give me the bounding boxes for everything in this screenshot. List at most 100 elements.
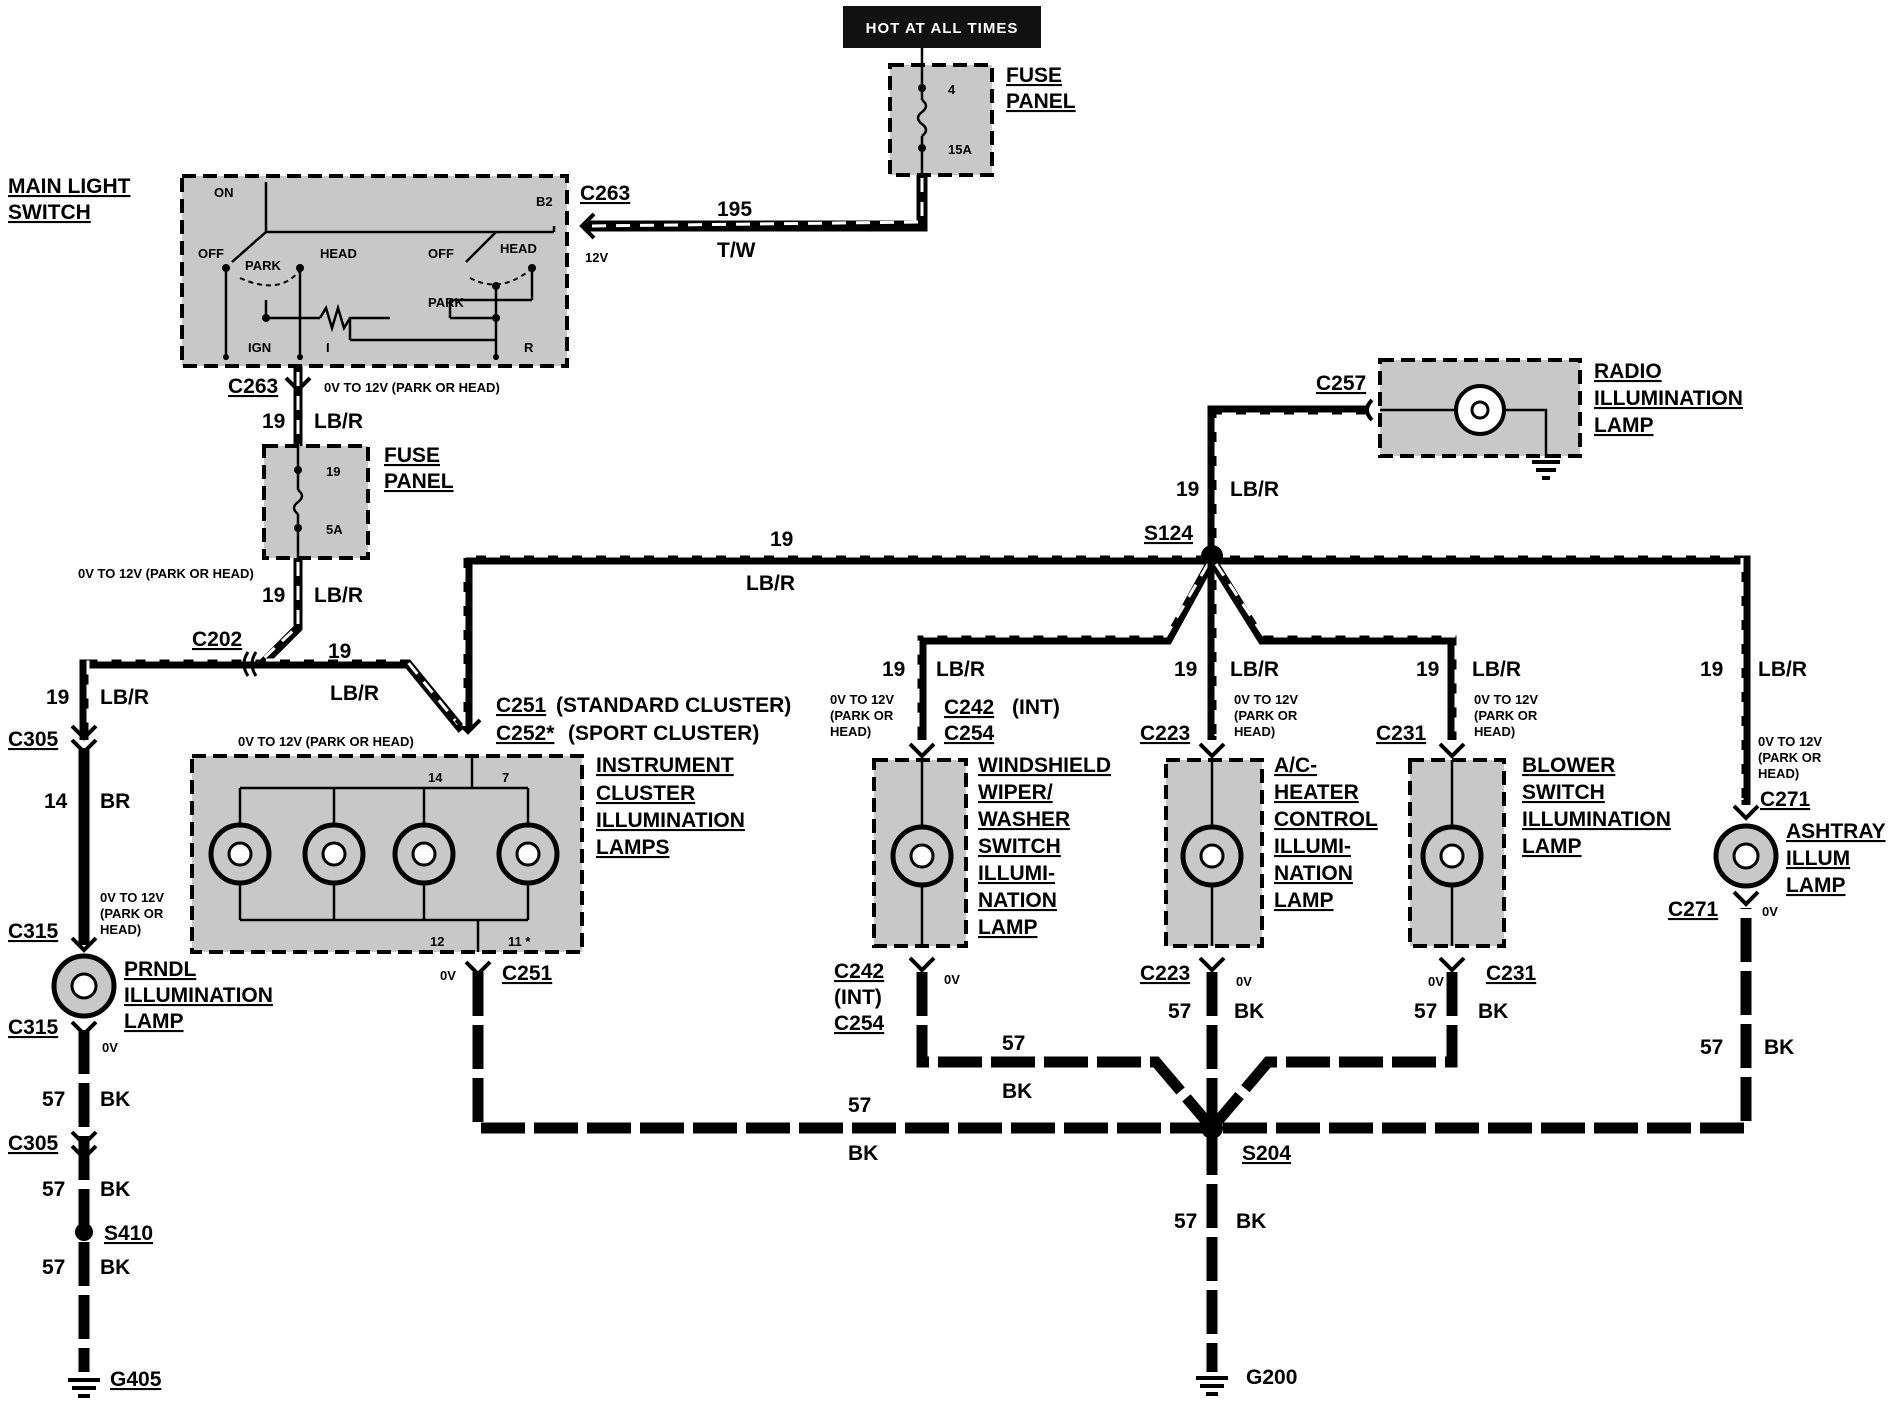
connector-c263-top-mark bbox=[579, 212, 596, 240]
connector-c251-top-mark bbox=[454, 718, 482, 735]
ashtray-wire-bk: BK bbox=[1764, 1036, 1794, 1059]
switch-head-right: HEAD bbox=[500, 241, 537, 256]
ground-wire-57-a: 57 bbox=[1002, 1032, 1025, 1055]
cluster-pin-7: 7 bbox=[502, 770, 509, 785]
ashtray-c271-top: C271 bbox=[1760, 788, 1811, 811]
blower-wire-57: 57 bbox=[1414, 1000, 1437, 1023]
switch-off-right: OFF bbox=[428, 246, 454, 261]
wiper-volt-3: HEAD) bbox=[830, 724, 871, 739]
blower-lamp-bulb bbox=[1439, 843, 1465, 869]
connector-c305: C305 bbox=[8, 728, 59, 751]
wiper-wire-19: 19 bbox=[882, 658, 905, 681]
wiper-c254-bottom: C254 bbox=[834, 1012, 885, 1035]
main-switch-title-1: MAIN LIGHT bbox=[8, 175, 131, 198]
radio-wire-lbr: LB/R bbox=[1230, 478, 1279, 501]
wire-57-label-b: 57 bbox=[42, 1178, 65, 1201]
fuse-top-node-a bbox=[918, 84, 926, 92]
ashtray-zero-volt: 0V bbox=[1762, 904, 1778, 919]
ac-volt-3: HEAD) bbox=[1234, 724, 1275, 739]
ac-title-1: A/C- bbox=[1274, 754, 1317, 777]
switch-r: R bbox=[524, 340, 534, 355]
switch-park-left: PARK bbox=[245, 258, 281, 273]
cluster-lamp-2-bulb bbox=[321, 841, 347, 867]
hot-label: HOT AT ALL TIMES bbox=[866, 20, 1019, 37]
connector-c251-bottom: C251 bbox=[502, 962, 553, 985]
wiper-lamp-bulb bbox=[909, 843, 935, 869]
wire-57-blower-ground bbox=[1207, 972, 1458, 1132]
blower-connector-bottom-mark bbox=[1438, 956, 1466, 973]
ac-title-5: NATION bbox=[1274, 862, 1353, 885]
ashtray-volt-2: (PARK OR bbox=[1758, 750, 1822, 765]
ac-volt-1: 0V TO 12V bbox=[1234, 692, 1298, 707]
cluster-lamp-1-bulb bbox=[227, 841, 253, 867]
fuse-panel-top bbox=[888, 63, 994, 177]
connector-c251-top: C251 bbox=[496, 694, 547, 717]
wiper-title-7: LAMP bbox=[978, 916, 1038, 939]
cluster-pin-14: 14 bbox=[428, 770, 443, 785]
wiper-zero-volt: 0V bbox=[944, 972, 960, 987]
connector-c305-b: C305 bbox=[8, 1132, 59, 1155]
wire-lbr-label-d: LB/R bbox=[100, 686, 149, 709]
cluster-title-2: CLUSTER bbox=[596, 782, 695, 805]
fuse-mid-number: 19 bbox=[326, 464, 340, 479]
cluster-lamp-4-bulb bbox=[515, 841, 541, 867]
blower-title-3: ILLUMINATION bbox=[1522, 808, 1671, 831]
fuse-top-element bbox=[916, 99, 928, 137]
hot-label-box bbox=[843, 6, 1041, 48]
ashtray-title-3: LAMP bbox=[1786, 874, 1846, 897]
ashtray-title-2: ILLUM bbox=[1786, 847, 1850, 870]
bus-wire-19: 19 bbox=[770, 528, 793, 551]
connector-c257-mark bbox=[1365, 398, 1374, 422]
radio-ground-symbol bbox=[1532, 460, 1560, 480]
fuse-mid-node-b bbox=[294, 524, 302, 532]
switch-ign: IGN bbox=[248, 340, 271, 355]
ashtray-volt-1: 0V TO 12V bbox=[1758, 734, 1822, 749]
ground-bk-b: BK bbox=[848, 1142, 878, 1165]
wire-195-volt: 12V bbox=[585, 250, 608, 265]
wiper-title-3: WASHER bbox=[978, 808, 1070, 831]
blower-wire-lbr: LB/R bbox=[1472, 658, 1521, 681]
ac-connector-top-mark bbox=[1198, 742, 1226, 759]
fuse-mid-title-1: FUSE bbox=[384, 444, 440, 467]
radio-title-1: RADIO bbox=[1594, 360, 1662, 383]
wiper-title-6: NATION bbox=[978, 889, 1057, 912]
wiper-c254-top: C254 bbox=[944, 722, 995, 745]
prndl-title-1: PRNDL bbox=[124, 958, 197, 981]
switch-arc-left bbox=[239, 269, 301, 287]
ac-wire-19: 19 bbox=[1174, 658, 1197, 681]
connector-c202-mark bbox=[242, 651, 258, 677]
cluster-title-4: LAMPS bbox=[596, 836, 670, 859]
wire-19-label-d: 19 bbox=[46, 686, 69, 709]
ground-wire-57-b: 57 bbox=[848, 1094, 871, 1117]
wiper-int-top: (INT) bbox=[1012, 696, 1060, 719]
ashtray-lamp-bulb bbox=[1732, 842, 1760, 870]
volt-fuse-mid-out: 0V TO 12V (PARK OR HEAD) bbox=[78, 566, 254, 581]
wire-195-color: T/W bbox=[717, 239, 756, 262]
cluster-sport: (SPORT CLUSTER) bbox=[568, 722, 759, 745]
volt-prndl-3: HEAD) bbox=[100, 922, 141, 937]
connector-c315-top-mark bbox=[70, 936, 98, 953]
main-switch-internals bbox=[224, 182, 556, 360]
fuse-top-node-b bbox=[918, 144, 926, 152]
volt-prndl-2: (PARK OR bbox=[100, 906, 164, 921]
wire-bk-label-a: BK bbox=[100, 1088, 130, 1111]
cluster-zero-volt: 0V bbox=[440, 968, 456, 983]
ground-bk-a: BK bbox=[1002, 1080, 1032, 1103]
wiper-connector-bottom-mark bbox=[908, 956, 936, 973]
switch-on: ON bbox=[214, 185, 234, 200]
wire-bk-label-b: BK bbox=[100, 1178, 130, 1201]
main-switch-nodes bbox=[222, 264, 536, 360]
blower-title-1: BLOWER bbox=[1522, 754, 1615, 777]
wire-19-label-b: 19 bbox=[262, 584, 285, 607]
ac-title-4: ILLUMI- bbox=[1274, 835, 1351, 858]
wire-57-label-a: 57 bbox=[42, 1088, 65, 1111]
wire-57-wiper-ground bbox=[916, 972, 1217, 1132]
connector-c315-top: C315 bbox=[8, 920, 59, 943]
ground-g200-symbol bbox=[1196, 1376, 1228, 1396]
splice-s410-label: S410 bbox=[104, 1222, 153, 1245]
splice-s410 bbox=[75, 1223, 93, 1241]
ac-c223-bottom: C223 bbox=[1140, 962, 1190, 985]
wire-19-radio bbox=[1207, 405, 1368, 556]
wire-br-label: BR bbox=[100, 790, 130, 813]
